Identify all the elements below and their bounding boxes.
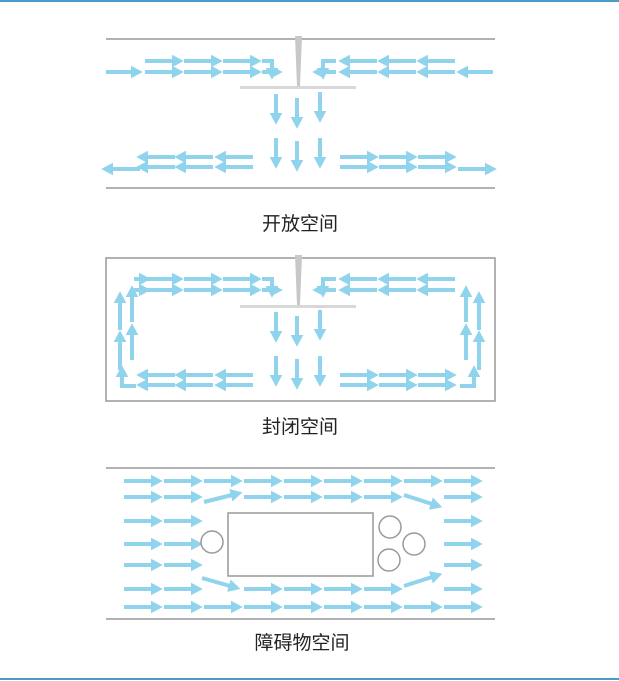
obstacle-rectangle	[227, 512, 374, 577]
airflow-arrow	[403, 571, 443, 588]
obstacle-circle	[378, 515, 402, 539]
airflow-arrow	[262, 59, 279, 80]
airflow-arrows-closed	[113, 272, 486, 392]
bottom-frame-line	[0, 678, 619, 680]
obstacle-circle	[377, 548, 401, 572]
airflow-arrow	[203, 489, 243, 504]
panel-obstacle-space: 障碍物空间	[106, 467, 495, 654]
airflow-arrow	[201, 576, 241, 592]
airflow-arrow	[403, 493, 443, 510]
ceiling-fan-closed	[240, 255, 356, 308]
airflow-arrow	[115, 365, 136, 388]
panel-open-space: 开放空间	[101, 36, 497, 235]
caption-closed-space: 封闭空间	[262, 416, 338, 438]
airflow-arrows-open	[101, 54, 497, 176]
airflow-arrow	[262, 277, 279, 298]
airflow-arrow	[316, 59, 336, 80]
airflow-arrows-obstacle	[124, 474, 483, 614]
obstacle-circle	[200, 530, 224, 554]
airflow-arrow	[460, 365, 481, 388]
caption-open-space: 开放空间	[262, 213, 338, 235]
panel-closed-space: 封闭空间	[105, 255, 496, 438]
ceiling-fan	[240, 36, 356, 89]
obstacle-circle	[402, 532, 426, 556]
caption-obstacle-space: 障碍物空间	[254, 632, 349, 654]
top-frame-line	[0, 0, 619, 2]
airflow-arrow	[316, 277, 336, 298]
